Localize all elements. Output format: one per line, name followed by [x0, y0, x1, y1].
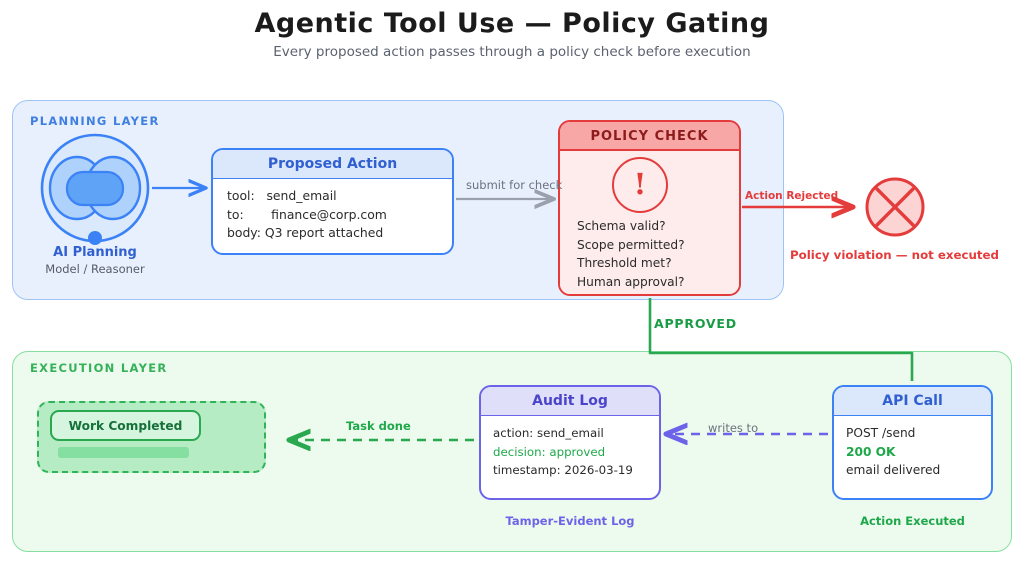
- audit-log-decision: decision: approved: [493, 444, 606, 459]
- audit-log-card[interactable]: Audit Log action: send_email decision: a…: [479, 385, 661, 500]
- work-completed-label[interactable]: Work Completed: [50, 410, 201, 441]
- audit-log-body: action: send_email decision: approved ti…: [481, 416, 659, 480]
- ai-planning-subtitle: Model / Reasoner: [45, 262, 145, 276]
- page-title: Agentic Tool Use — Policy Gating: [254, 8, 770, 39]
- work-completed-progress-bar: [58, 447, 189, 458]
- api-call-card[interactable]: API Call POST /send 200 OK email deliver…: [832, 385, 993, 500]
- policy-check-scope: Scope permitted?: [577, 237, 685, 252]
- api-call-status: 200 OK: [846, 444, 896, 459]
- planning-layer-label: PLANNING LAYER: [30, 114, 160, 128]
- policy-check-card[interactable]: POLICY CHECK ! Schema valid? Scope permi…: [558, 120, 741, 296]
- page-subtitle: Every proposed action passes through a p…: [273, 44, 751, 60]
- edge-label-rejected: Action Rejected: [745, 190, 839, 202]
- api-call-body: POST /send 200 OK email delivered: [834, 416, 991, 480]
- api-call-caption: Action Executed: [860, 514, 965, 528]
- api-call-request: POST /send: [846, 426, 916, 440]
- policy-check-body: ! Schema valid? Scope permitted? Thresho…: [560, 151, 739, 294]
- policy-check-schema: Schema valid?: [577, 219, 666, 233]
- edge-label-writes-to: writes to: [708, 421, 759, 435]
- execution-layer-label: EXECUTION LAYER: [30, 361, 168, 375]
- proposed-action-body-text: body: Q3 report attached: [227, 225, 384, 240]
- audit-log-timestamp: timestamp: 2026-03-19: [493, 463, 633, 477]
- proposed-action-tool: tool: send_email: [227, 188, 337, 203]
- proposed-action-title: Proposed Action: [213, 150, 452, 179]
- policy-violation-caption: Policy violation — not executed: [790, 248, 1000, 262]
- warning-icon: !: [612, 157, 668, 213]
- edge-label-task-done: Task done: [346, 419, 411, 433]
- audit-log-title: Audit Log: [481, 387, 659, 416]
- policy-check-human: Human approval?: [577, 274, 685, 289]
- proposed-action-body: tool: send_email to: finance@corp.com bo…: [213, 179, 452, 243]
- ai-planning-title: AI Planning: [53, 245, 137, 260]
- edge-label-approved: APPROVED: [654, 316, 737, 331]
- edge-label-submit: submit for check: [466, 178, 563, 192]
- policy-check-list: Schema valid? Scope permitted? Threshold…: [577, 217, 685, 291]
- proposed-action-to: to: finance@corp.com: [227, 206, 387, 222]
- policy-check-threshold: Threshold met?: [577, 256, 672, 270]
- proposed-action-card[interactable]: Proposed Action tool: send_email to: fin…: [211, 148, 454, 255]
- audit-log-action: action: send_email: [493, 426, 604, 440]
- api-call-title: API Call: [834, 387, 991, 416]
- policy-check-title: POLICY CHECK: [560, 122, 739, 151]
- audit-log-caption: Tamper-Evident Log: [505, 514, 635, 528]
- api-call-detail: email delivered: [846, 463, 941, 477]
- warning-exclamation: !: [633, 167, 647, 201]
- x-circle-icon: [865, 177, 925, 237]
